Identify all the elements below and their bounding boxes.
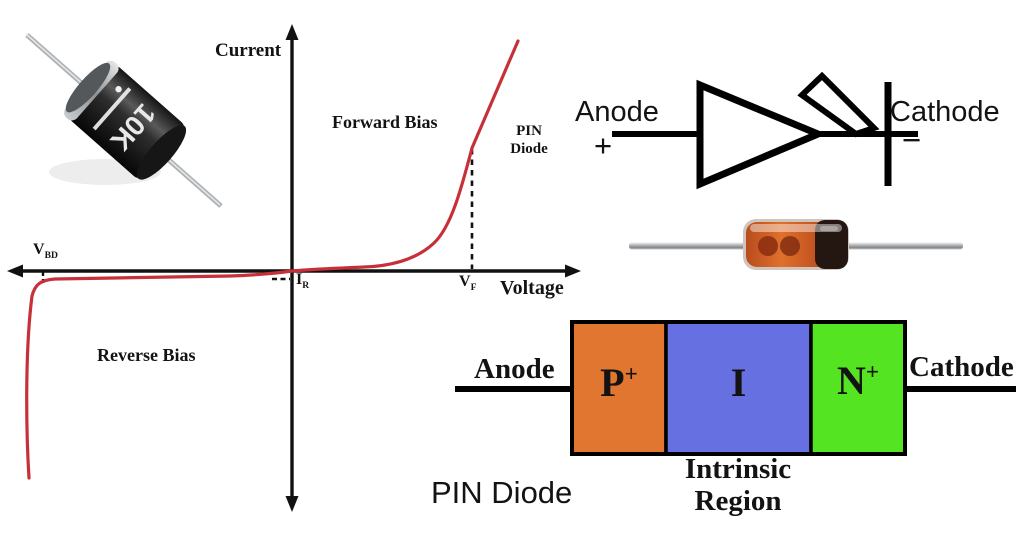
- glass-diode-glass-highlight: [750, 224, 842, 232]
- symbol-plus-sign: +: [594, 128, 613, 163]
- curve-name-label: PIN Diode: [500, 123, 558, 158]
- pin-diode-symbol: [612, 71, 918, 190]
- ir-sub: R: [302, 280, 310, 292]
- ir-label: IR: [296, 271, 310, 292]
- axial-diode-photo: 10K: [25, 33, 223, 208]
- glass-diode-cathode-band: [815, 220, 848, 269]
- intrinsic-region-label: Intrinsic Region: [648, 453, 828, 517]
- diode-marking-bar: [92, 87, 132, 131]
- forward-bias-label: Forward Bias: [332, 112, 438, 132]
- ir-base: I: [296, 271, 303, 288]
- pin-structure-diagram: [455, 320, 1016, 456]
- p-region-label: P+: [572, 361, 666, 404]
- symbol-triangle: [696, 79, 828, 190]
- intrinsic-line1: Intrinsic: [684, 453, 792, 485]
- p-region-plus: +: [624, 361, 638, 388]
- symbol-intrinsic-slab: [797, 71, 880, 138]
- i-region-block: [664, 320, 813, 456]
- diode-body-end: [136, 125, 187, 180]
- vbd-label: VBD: [33, 241, 58, 262]
- i-region-label: I: [666, 361, 811, 404]
- iv-curve: [25, 39, 520, 480]
- structure-outline: [570, 320, 907, 456]
- glass-diode-photo: [629, 219, 963, 270]
- i-region-letter: I: [730, 360, 747, 405]
- n-region-letter: N: [836, 358, 866, 403]
- vf-sub: F: [470, 282, 477, 294]
- vbd-sub: BD: [44, 250, 58, 262]
- y-axis-label: Current: [215, 40, 282, 61]
- symbol-cathode-label: Cathode: [890, 96, 1000, 128]
- glass-diode-crimp-2: [780, 236, 800, 256]
- reverse-bias-label: Reverse Bias: [97, 345, 196, 365]
- vf-label: VF: [459, 273, 477, 294]
- pin-diode-caption: PIN Diode: [431, 475, 573, 510]
- glass-diode-band-highlight: [820, 226, 838, 231]
- y-axis-arrow-up: [285, 24, 299, 40]
- y-axis-arrow-down: [285, 496, 299, 512]
- x-axis-label: Voltage: [500, 277, 564, 299]
- dashed-guides: [41, 149, 474, 286]
- x-axis-arrow-left: [7, 264, 23, 278]
- axis-arrowheads: [7, 24, 581, 512]
- structure-cathode-label: Cathode: [909, 351, 1014, 383]
- curve-name-line1: PIN: [516, 123, 542, 139]
- n-region-plus: +: [865, 359, 880, 386]
- symbol-anode-label: Anode: [575, 96, 659, 128]
- intrinsic-line2: Region: [694, 485, 782, 517]
- n-region-label: N+: [811, 359, 905, 402]
- diode-left-face: [65, 62, 111, 113]
- vbd-base: V: [33, 241, 45, 258]
- symbol-minus-sign: −: [902, 121, 922, 158]
- vf-base: V: [459, 273, 471, 290]
- curve-name-line2: Diode: [510, 140, 548, 157]
- glass-diode-crimp-1: [758, 236, 778, 256]
- p-region-letter: P: [600, 360, 625, 405]
- x-axis-arrow-right: [565, 264, 581, 278]
- structure-anode-label: Anode: [474, 353, 555, 385]
- diode-polarity-dot: [115, 86, 122, 93]
